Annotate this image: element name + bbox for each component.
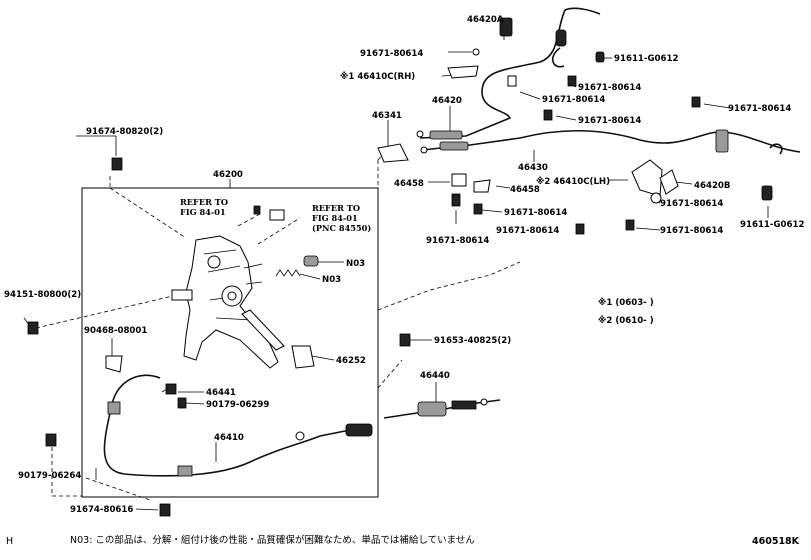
ref-fig-84-01-a-line2: FIG 84-01 xyxy=(180,207,226,217)
label-n03-b: N03 xyxy=(322,275,341,285)
ref-fig-84-01-b-line3: (PNC 84550) xyxy=(312,223,371,233)
label-46410C-RH: ※1 46410C(RH) xyxy=(340,71,415,82)
label-46430: 46430 xyxy=(518,163,548,173)
note-2: ※2 (0610- ) xyxy=(598,315,654,326)
label-91674-80820: 91674-80820(2) xyxy=(86,127,163,137)
label-n03-a: N03 xyxy=(346,259,365,269)
label-91671-80614-h: 91671-80614 xyxy=(496,226,559,236)
label-90468-08001: 90468-08001 xyxy=(84,326,147,336)
intermediate-cable-46440 xyxy=(383,398,501,419)
label-46420A: 46420A xyxy=(467,15,504,25)
label-46458-b: 46458 xyxy=(510,185,540,195)
label-91671-80614-d: 91671-80614 xyxy=(728,104,791,114)
label-91671-80614-f: 91671-80614 xyxy=(660,199,723,209)
n03-footnote: N03: この部品は、分解・組付け後の性能・品質確保が困難なため、単品では補給し… xyxy=(70,534,475,546)
label-46440: 46440 xyxy=(420,371,450,381)
pedal-assembly-frame xyxy=(81,187,379,498)
ref-fig-84-01-b-line1: REFER TO xyxy=(312,203,360,213)
label-46200: 46200 xyxy=(213,170,243,180)
rear-cables xyxy=(416,7,801,155)
label-91671-80614-i: 91671-80614 xyxy=(660,226,723,236)
ref-fig-84-01-a-line1: REFER TO xyxy=(180,197,228,207)
label-46252: 46252 xyxy=(336,356,366,366)
label-46420B: 46420B xyxy=(694,181,730,191)
page-marker-h: H xyxy=(6,536,13,547)
label-91671-80614-g: 91671-80614 xyxy=(504,208,567,218)
note-1: ※1 (0603- ) xyxy=(598,297,654,308)
diagram-code: 460518K xyxy=(752,536,800,547)
label-91671-80614-j: 91671-80614 xyxy=(426,236,489,246)
label-90179-06264: 90179-06264 xyxy=(18,471,81,481)
label-91671-80614-e: 91671-80614 xyxy=(578,116,641,126)
label-91611-G0612-a: 91611-G0612 xyxy=(614,54,678,64)
label-94151-80800: 94151-80800(2) xyxy=(4,290,81,300)
leader-lines xyxy=(23,24,769,511)
label-46410: 46410 xyxy=(214,433,244,443)
ref-fig-84-01-b-line2: FIG 84-01 xyxy=(312,213,358,223)
label-91611-G0612-b: 91611-G0612 xyxy=(740,220,804,230)
label-90179-06299: 90179-06299 xyxy=(206,400,269,410)
label-46410C-LH: ※2 46410C(LH) xyxy=(536,176,610,187)
label-91671-80614-c: 91671-80614 xyxy=(542,95,605,105)
label-46458-a: 46458 xyxy=(394,179,424,189)
label-46341: 46341 xyxy=(372,111,402,121)
label-91653-40825: 91653-40825(2) xyxy=(434,336,511,346)
label-46441: 46441 xyxy=(206,388,236,398)
front-cable-46410 xyxy=(103,374,373,477)
label-91671-80614-a: 91671-80614 xyxy=(360,49,423,59)
label-91674-80616: 91674-80616 xyxy=(70,505,133,515)
leader-lines-dashed xyxy=(35,149,521,501)
pedal-assembly xyxy=(171,235,285,369)
label-46420: 46420 xyxy=(432,96,462,106)
fastener-parts xyxy=(27,17,773,517)
label-91671-80614-b: 91671-80614 xyxy=(578,83,641,93)
